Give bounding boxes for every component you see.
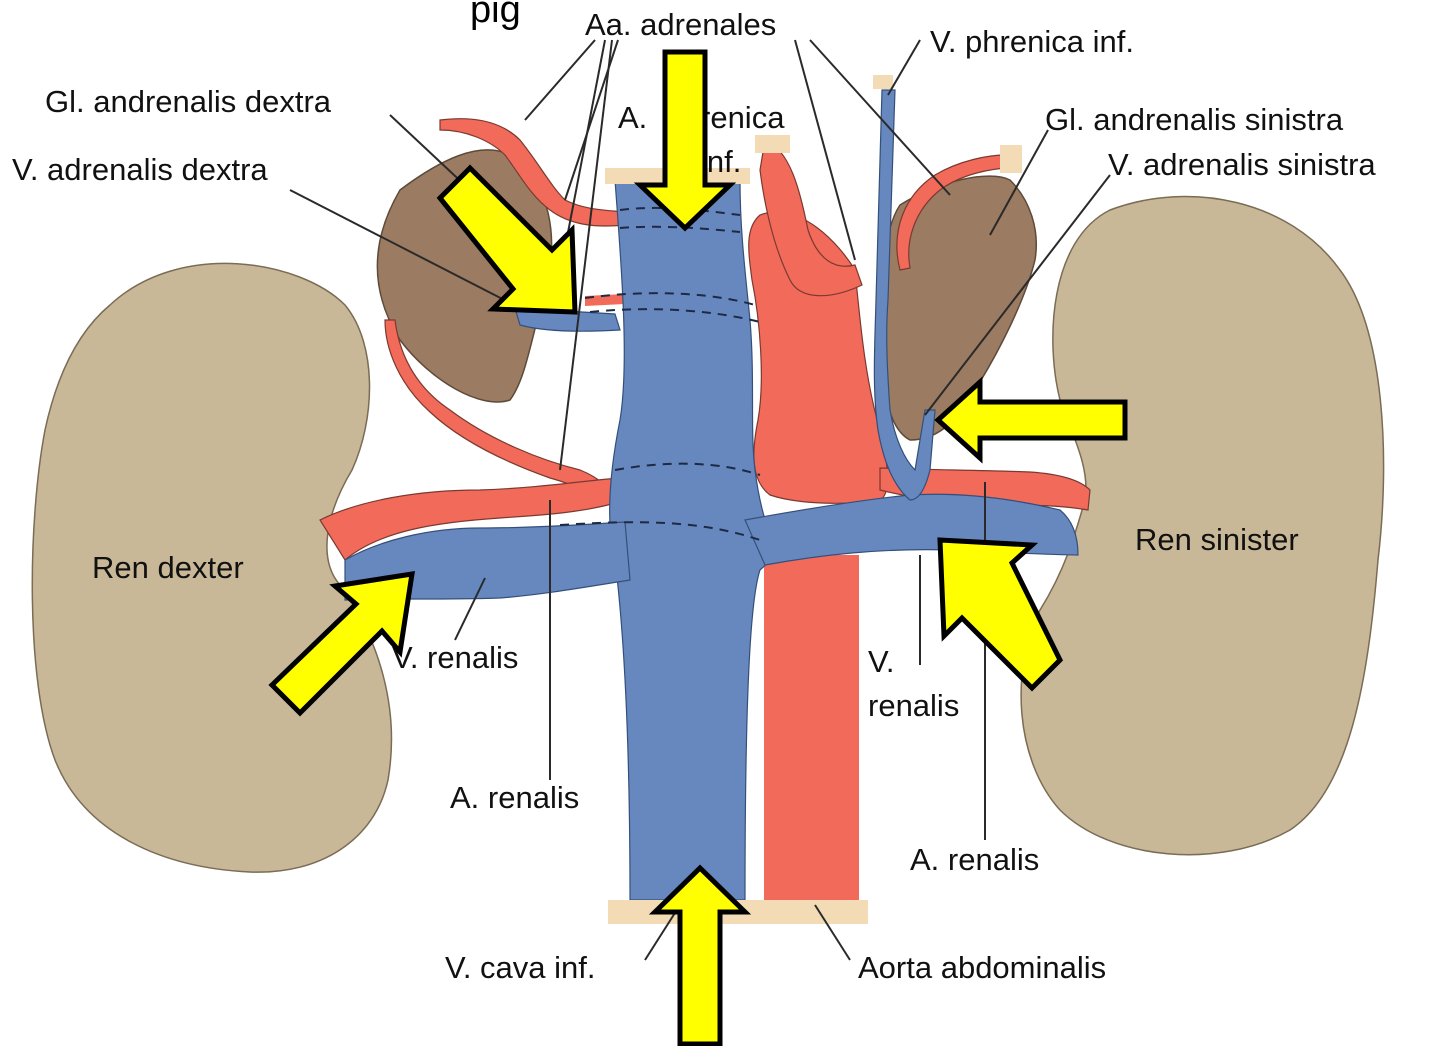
leader-aa-adrenales-1 xyxy=(525,40,595,120)
label-v-adrenalis-dextra: V. adrenalis dextra xyxy=(12,152,268,187)
label-v-renalis-right-1: V. xyxy=(868,644,894,679)
phrenic-vein-cut xyxy=(873,75,893,89)
label-a-renalis-left: A. renalis xyxy=(450,780,579,815)
label-a-phrenica-2: renica xyxy=(700,100,785,135)
aorta-lower xyxy=(764,555,859,905)
label-ren-sinister: Ren sinister xyxy=(1135,522,1299,557)
label-ren-dexter: Ren dexter xyxy=(92,550,244,585)
label-aorta-abdominalis: Aorta abdominalis xyxy=(858,950,1106,985)
label-a-phrenica-1: A. xyxy=(618,100,647,135)
renal-vein-left xyxy=(745,494,1078,565)
label-v-cava-inf: V. cava inf. xyxy=(445,950,596,985)
leader-v-phrenica xyxy=(888,40,920,95)
label-a-renalis-right: A. renalis xyxy=(910,842,1039,877)
left-adrenal-artery-cut xyxy=(1000,145,1022,173)
label-v-adrenalis-sinistra: V. adrenalis sinistra xyxy=(1108,147,1376,182)
label-aa-adrenales: Aa. adrenales xyxy=(585,7,776,42)
phrenic-artery-cut xyxy=(755,135,790,153)
label-gl-adrenalis-sinistra: Gl. andrenalis sinistra xyxy=(1045,102,1344,137)
label-v-renalis-left: V. renalis xyxy=(392,640,518,675)
label-v-phrenica-inf: V. phrenica inf. xyxy=(930,24,1134,59)
label-v-renalis-right-2: renalis xyxy=(868,688,959,723)
label-gl-adrenalis-dextra: Gl. andrenalis dextra xyxy=(45,84,332,119)
header-fragment: pig xyxy=(470,0,521,31)
